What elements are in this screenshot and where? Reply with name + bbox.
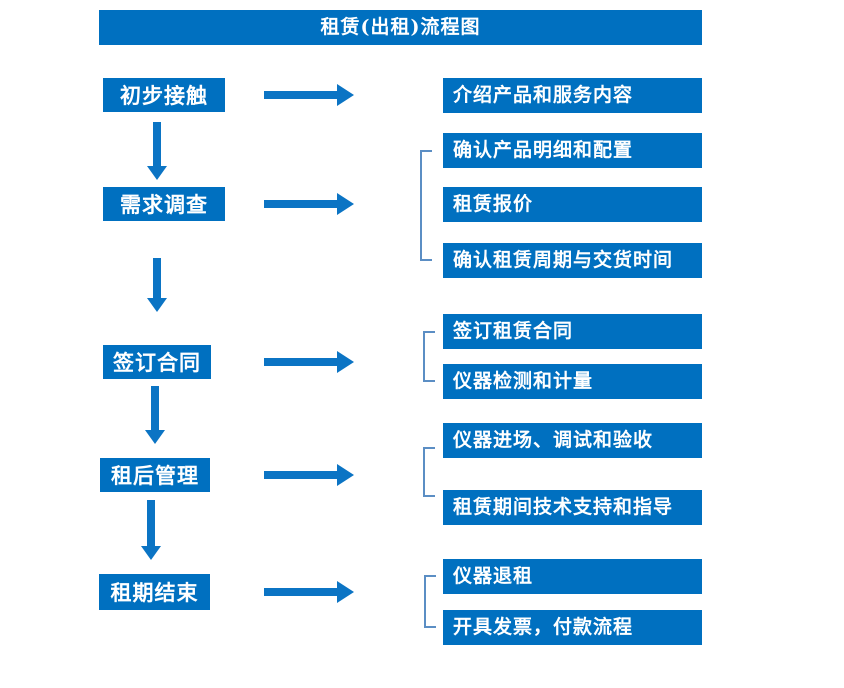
arrow-head	[141, 546, 161, 560]
arrow-shaft	[153, 122, 161, 166]
arrow-shaft	[264, 588, 338, 596]
arrow-down-icon-2	[147, 258, 167, 312]
detail-box-tech-support: 租赁期间技术支持和指导	[443, 490, 702, 525]
arrow-shaft	[147, 500, 155, 546]
arrow-head	[147, 298, 167, 312]
arrow-head	[337, 84, 354, 106]
arrow-shaft	[264, 91, 338, 99]
arrow-right-icon-3	[264, 351, 354, 373]
arrow-head	[337, 193, 354, 215]
arrow-right-icon-5	[264, 581, 354, 603]
detail-box-rental-period-delivery: 确认租赁周期与交货时间	[443, 243, 702, 278]
detail-box-sign-rental-contract: 签订租赁合同	[443, 314, 702, 349]
arrow-shaft	[151, 386, 159, 430]
arrow-down-icon-3	[145, 386, 165, 444]
arrow-right-icon-1	[264, 84, 354, 106]
flowchart-title: 租赁(出租)流程图	[99, 10, 702, 45]
arrow-down-icon-4	[141, 500, 161, 560]
step-box-initial-contact: 初步接触	[103, 78, 225, 112]
arrow-right-icon-4	[264, 464, 354, 486]
arrow-head	[337, 351, 354, 373]
arrow-shaft	[153, 258, 161, 298]
arrow-head	[145, 430, 165, 444]
detail-box-rental-quote: 租赁报价	[443, 187, 702, 222]
detail-box-instrument-return: 仪器退租	[443, 559, 702, 594]
arrow-head	[337, 464, 354, 486]
bracket-group-post-rental	[423, 447, 435, 497]
step-box-rental-end: 租期结束	[99, 574, 210, 610]
detail-box-instrument-inspection: 仪器检测和计量	[443, 364, 702, 399]
detail-box-invoice-payment: 开具发票，付款流程	[443, 610, 702, 645]
step-box-sign-contract: 签订合同	[103, 345, 211, 379]
arrow-right-icon-2	[264, 193, 354, 215]
bracket-group-sign-contract	[423, 331, 435, 382]
arrow-shaft	[264, 471, 338, 479]
bracket-group-demand-survey	[420, 150, 432, 261]
detail-box-intro-services: 介绍产品和服务内容	[443, 78, 702, 113]
arrow-down-icon-1	[147, 122, 167, 180]
arrow-head	[147, 166, 167, 180]
detail-box-instrument-arrival: 仪器进场、调试和验收	[443, 423, 702, 458]
arrow-head	[337, 581, 354, 603]
detail-box-product-config: 确认产品明细和配置	[443, 133, 702, 168]
bracket-group-rental-end	[424, 575, 436, 628]
step-box-demand-survey: 需求调查	[103, 187, 225, 221]
step-box-post-rental-management: 租后管理	[100, 458, 210, 492]
arrow-shaft	[264, 358, 338, 366]
arrow-shaft	[264, 200, 338, 208]
